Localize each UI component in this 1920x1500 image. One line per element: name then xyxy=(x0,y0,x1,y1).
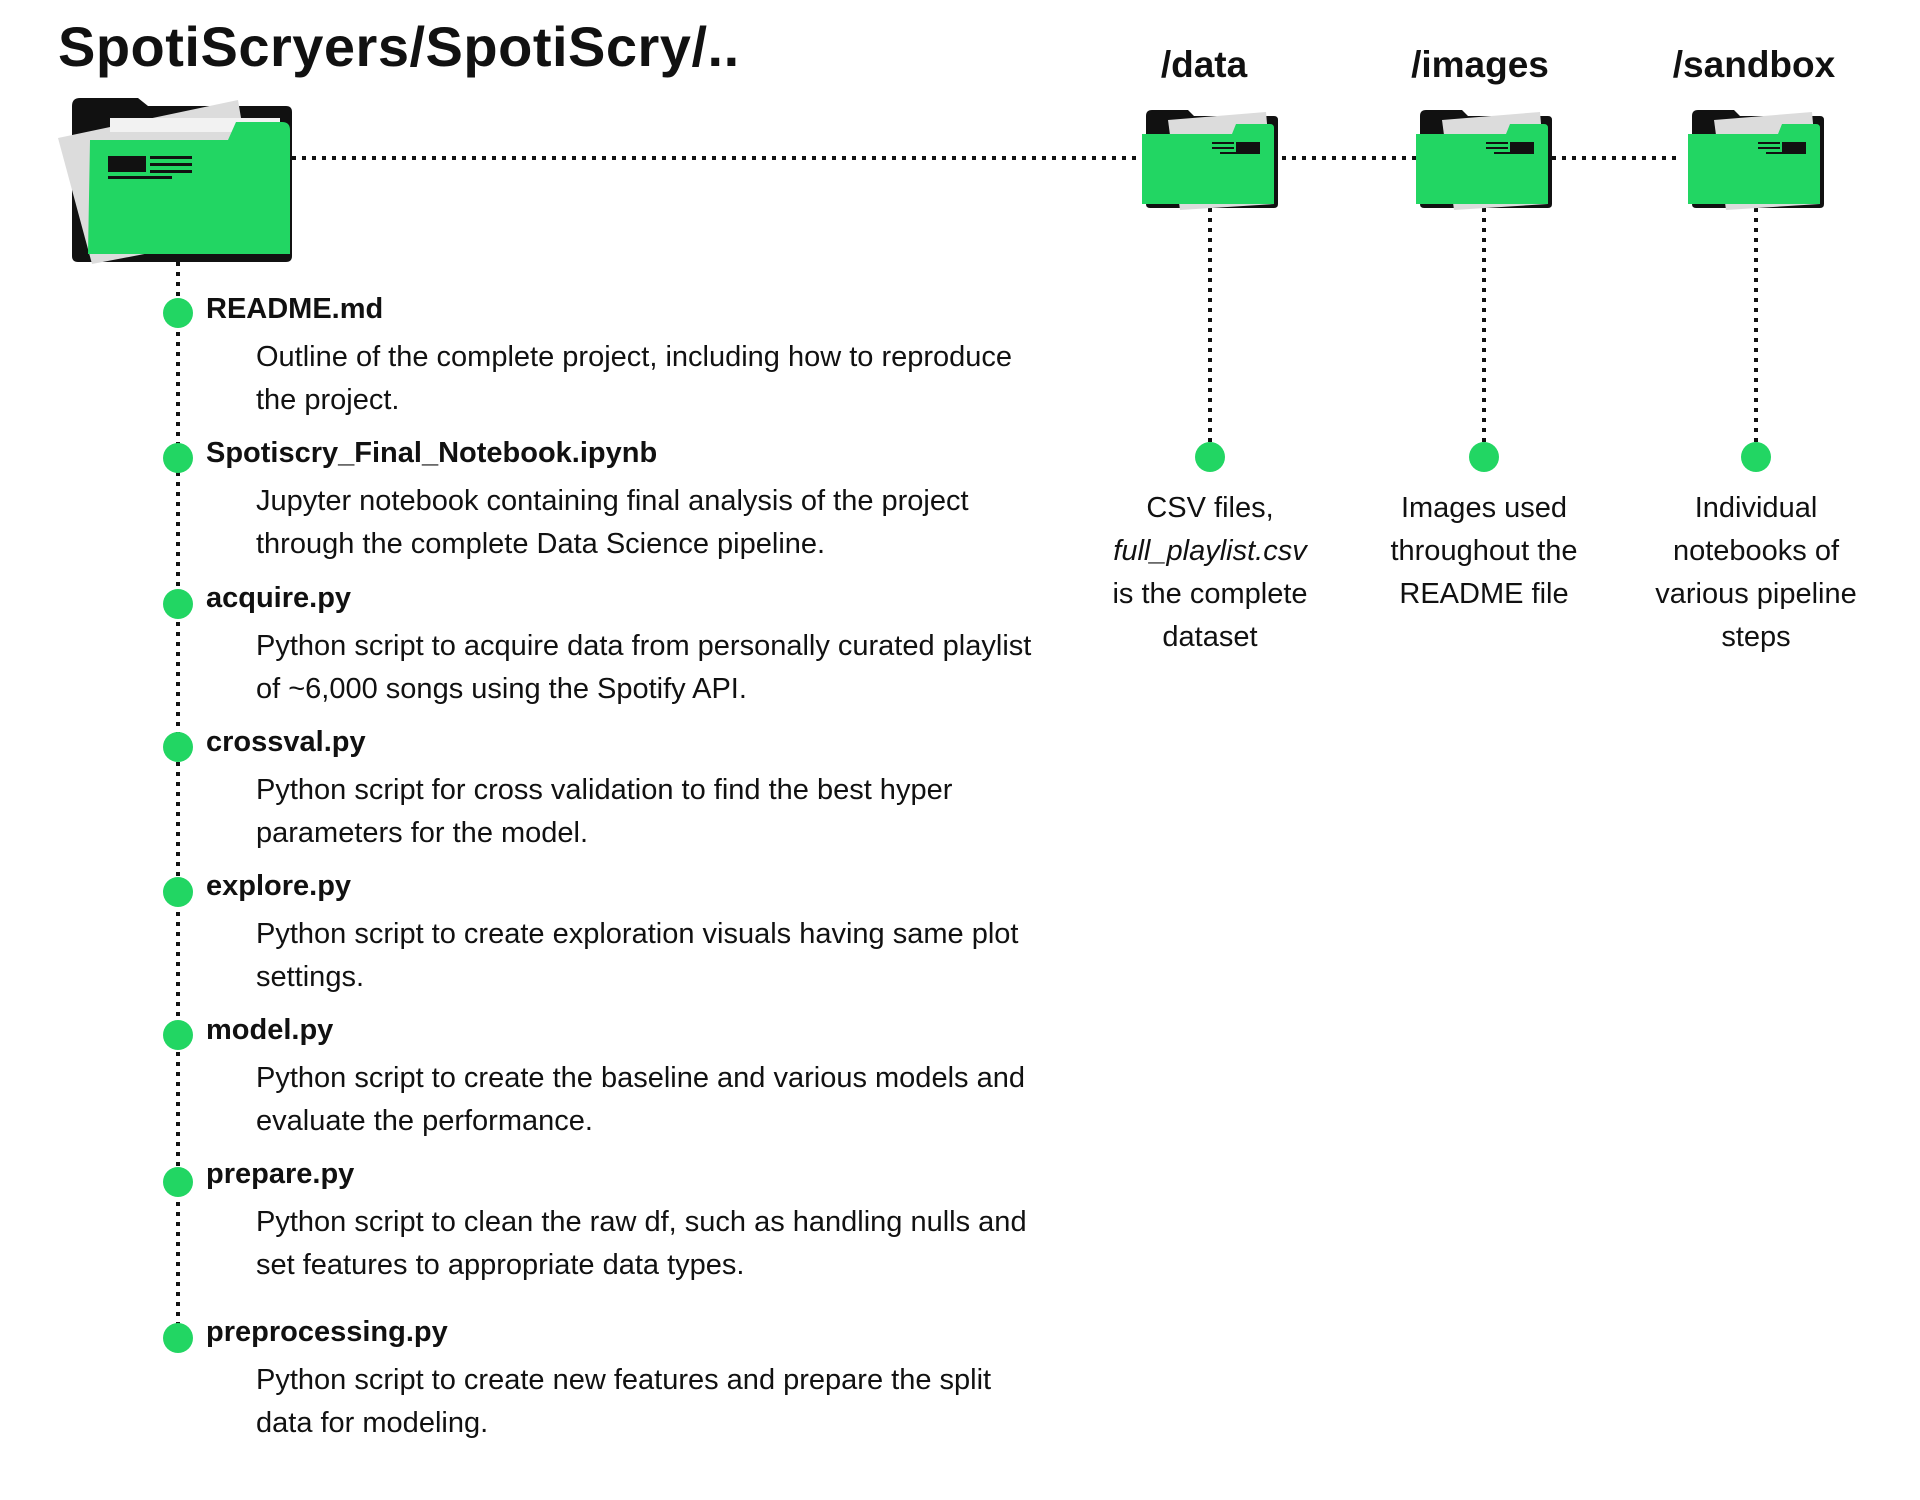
folder-bullet-images xyxy=(1469,442,1499,472)
images-folder-icon[interactable] xyxy=(1416,110,1552,210)
file-name-explore[interactable]: explore.py xyxy=(206,870,352,902)
file-bullet-prepare xyxy=(163,1167,193,1197)
file-bullet-crossval xyxy=(163,732,193,762)
file-name-crossval[interactable]: crossval.py xyxy=(206,726,366,758)
file-desc-readme: Outline of the complete project, includi… xyxy=(256,341,1013,416)
folder-desc-data: CSV files, full_playlist.csv is the comp… xyxy=(1080,487,1340,659)
file-bullet-preprocessing xyxy=(163,1323,193,1353)
folder-desc-sandbox: Individual notebooks of various pipeline… xyxy=(1655,492,1857,653)
page-title: SpotiScryers/SpotiScry/.. xyxy=(58,15,740,78)
file-name-preprocessing[interactable]: preprocessing.py xyxy=(206,1316,448,1348)
file-desc-acquire: Python script to acquire data from perso… xyxy=(256,630,1032,705)
file-name-notebook[interactable]: Spotiscry_Final_Notebook.ipynb xyxy=(206,437,658,469)
file-bullet-explore xyxy=(163,877,193,907)
file-desc-model: Python script to create the baseline and… xyxy=(256,1062,1025,1137)
file-desc-crossval: Python script for cross validation to fi… xyxy=(256,774,953,849)
file-bullet-readme xyxy=(163,298,193,328)
file-name-prepare[interactable]: prepare.py xyxy=(206,1158,355,1190)
file-bullet-acquire xyxy=(163,589,193,619)
file-desc-preprocessing: Python script to create new features and… xyxy=(256,1364,992,1439)
folder-name-data[interactable]: /data xyxy=(1160,44,1248,85)
file-name-acquire[interactable]: acquire.py xyxy=(206,582,352,614)
file-bullet-model xyxy=(163,1020,193,1050)
file-desc-explore: Python script to create exploration visu… xyxy=(256,918,1019,993)
folder-desc-data-line1: CSV files, xyxy=(1146,492,1274,524)
folder-bullet-data xyxy=(1195,442,1225,472)
sandbox-folder-icon[interactable] xyxy=(1688,110,1824,210)
data-folder-icon[interactable] xyxy=(1142,110,1278,210)
file-bullet-notebook xyxy=(163,443,193,473)
folder-desc-images: Images used throughout the README file xyxy=(1390,492,1578,610)
folder-bullet-sandbox xyxy=(1741,442,1771,472)
folder-desc-data-italic: full_playlist.csv xyxy=(1080,530,1340,573)
file-name-model[interactable]: model.py xyxy=(206,1014,334,1046)
file-desc-notebook: Jupyter notebook containing final analys… xyxy=(256,485,969,560)
folder-name-sandbox[interactable]: /sandbox xyxy=(1672,44,1836,85)
file-desc-prepare: Python script to clean the raw df, such … xyxy=(256,1206,1027,1281)
folder-desc-data-filename: full_playlist.csv xyxy=(1113,535,1307,567)
file-name-readme[interactable]: README.md xyxy=(206,293,384,325)
folder-desc-data-rest: is the complete dataset xyxy=(1112,578,1308,653)
folder-name-images[interactable]: /images xyxy=(1411,44,1549,85)
root-folder-icon[interactable] xyxy=(58,98,292,264)
